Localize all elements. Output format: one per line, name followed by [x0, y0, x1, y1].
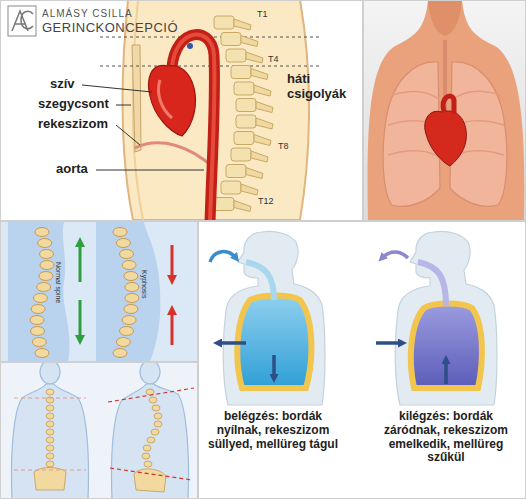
part-label: szegycsont [38, 97, 109, 112]
part-label: rekeszizom [38, 117, 108, 132]
logo-subtitle: GERINCKONCEPCIÓ [42, 21, 178, 36]
figure-label: Normal spine [54, 262, 62, 303]
vertebra-number: T12 [258, 196, 274, 206]
vertebra-number: T4 [268, 54, 279, 64]
part-label: aorta [56, 162, 88, 177]
part-label: szív [50, 77, 75, 92]
vertebra-number: T8 [278, 141, 289, 151]
caption-text: belégzés: bordák nyílnak, rekeszizom sül… [206, 410, 340, 451]
caption-text: kilégzés: bordák záródnak, rekeszizom em… [378, 410, 514, 465]
figure-label: Kyphosis [140, 270, 148, 298]
vertebra-number: T1 [257, 9, 268, 19]
logo-name: ALMÁSY CSILLA [42, 8, 133, 20]
part-label: háti csigolyák [287, 72, 359, 102]
